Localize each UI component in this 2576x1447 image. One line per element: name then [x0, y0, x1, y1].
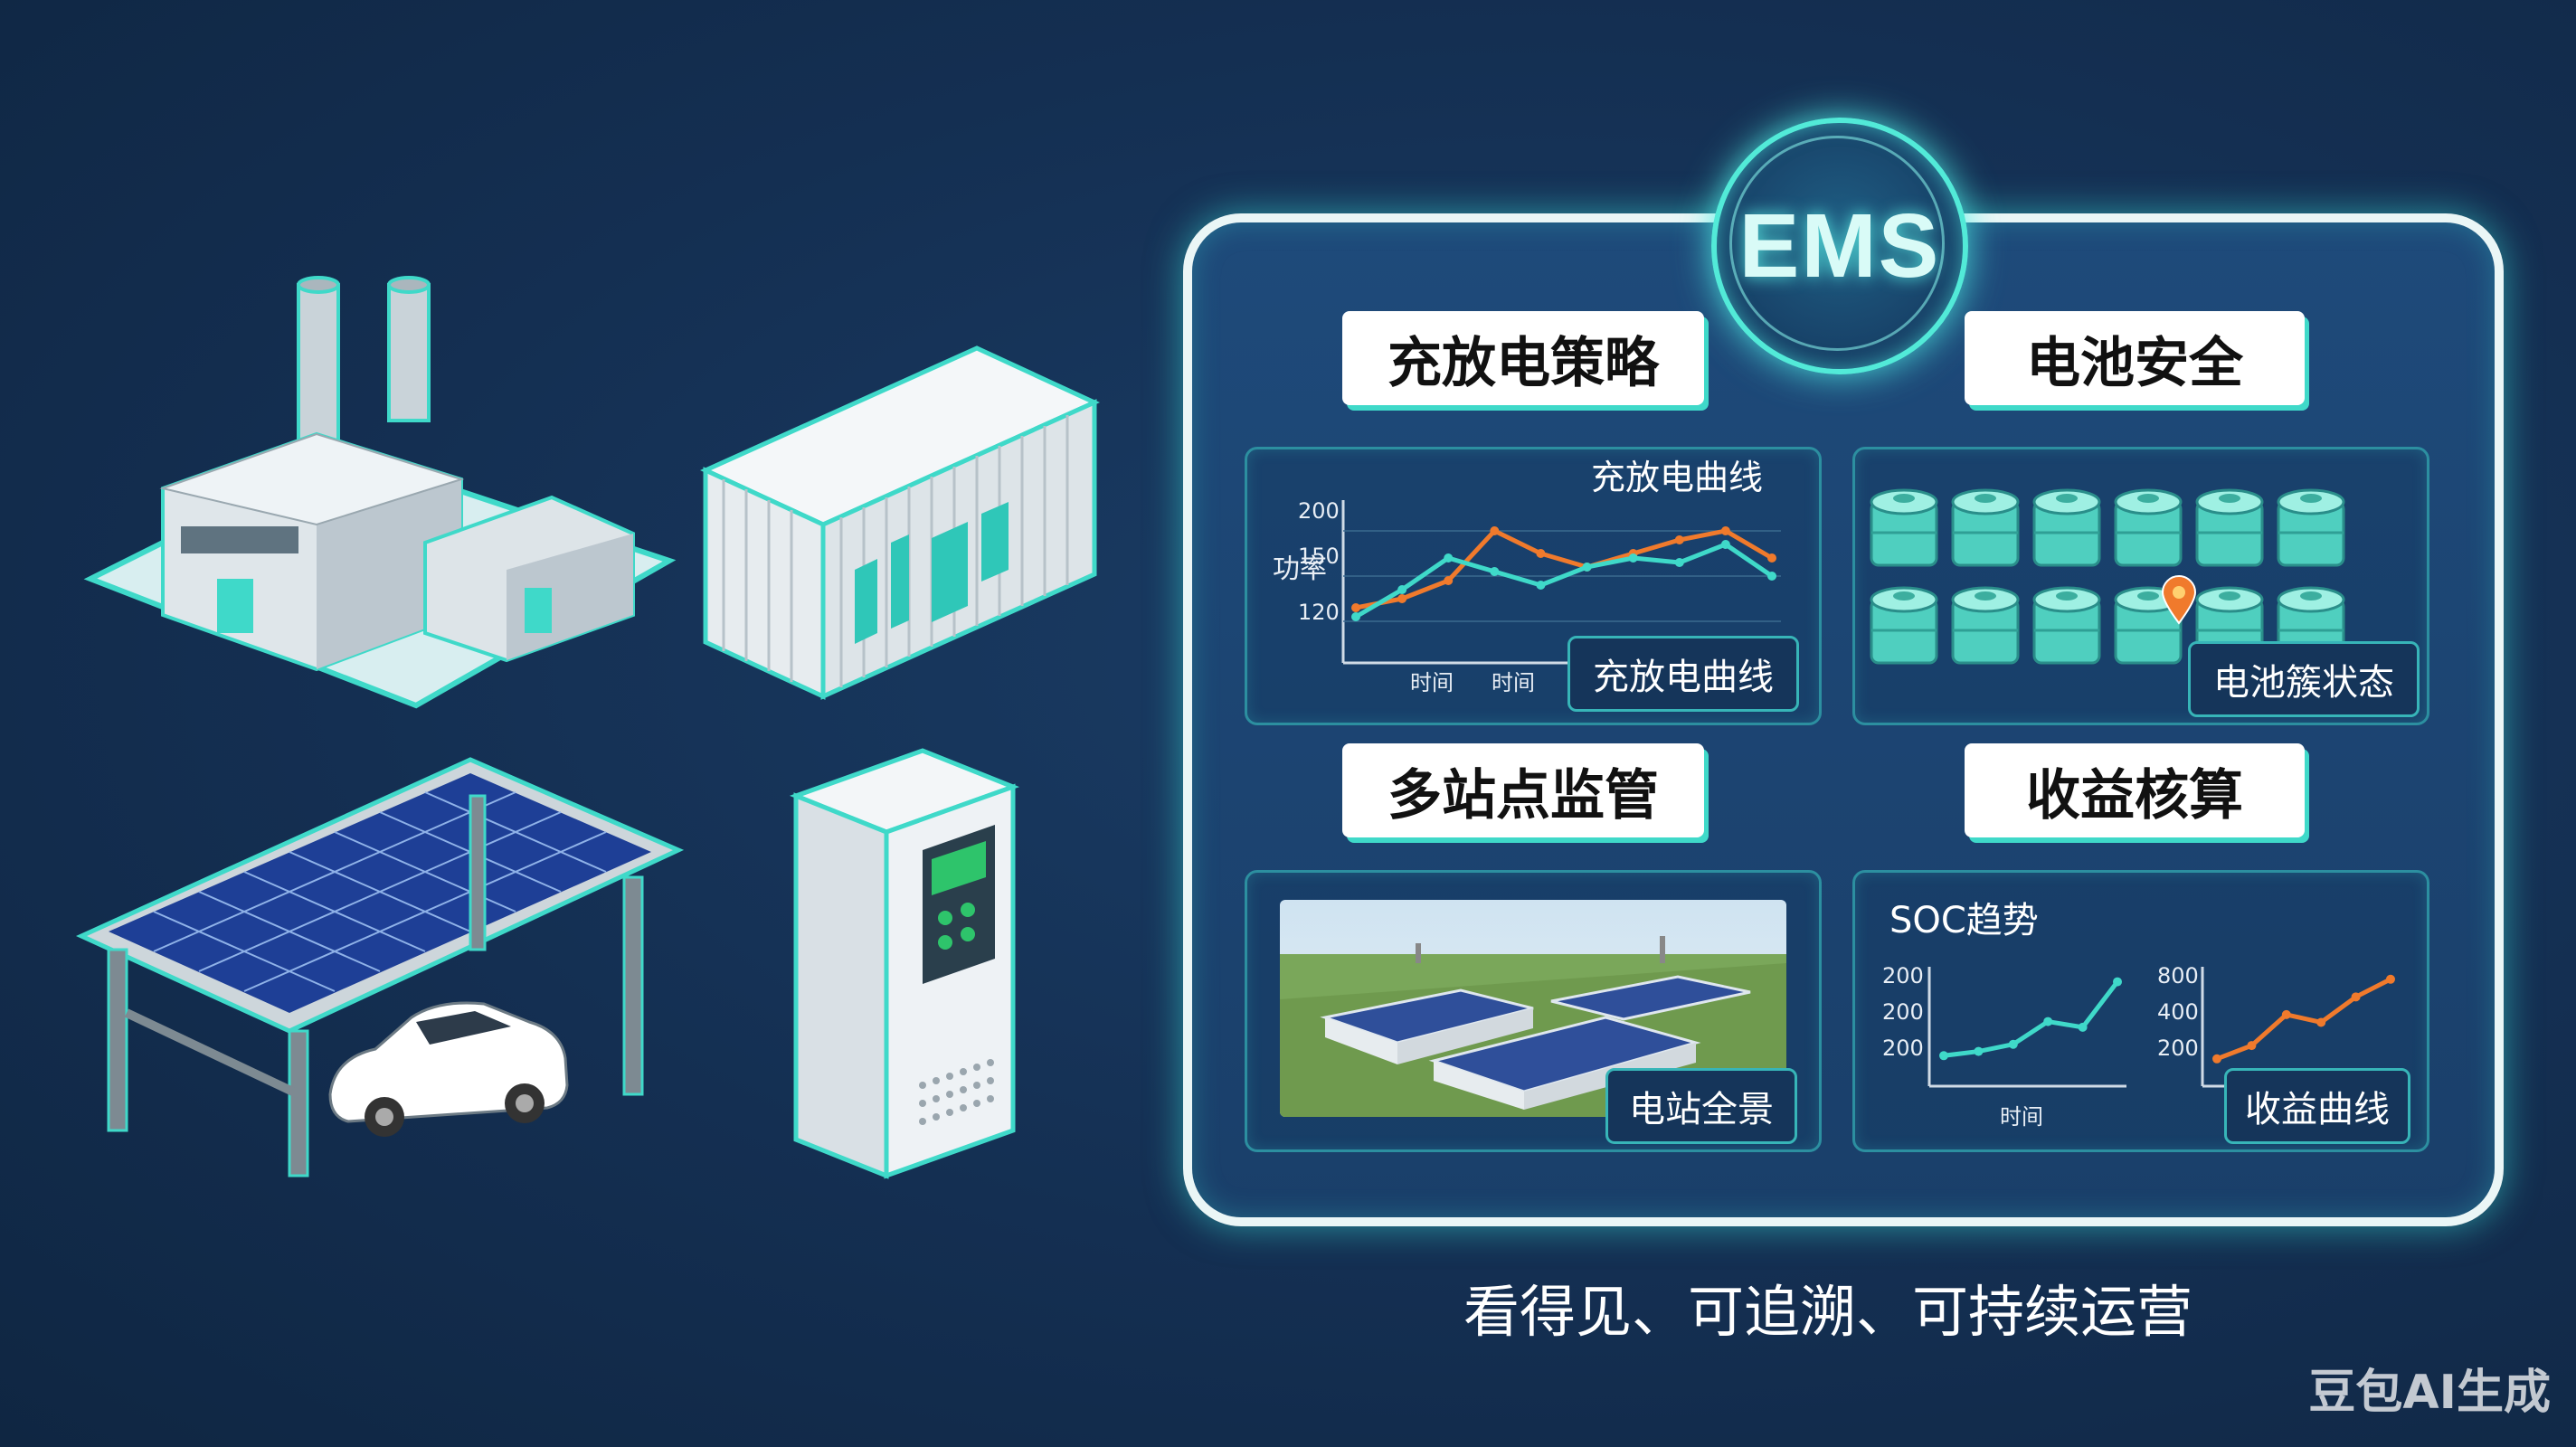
- charge-teal-point: [1536, 581, 1546, 590]
- charge-orange-point: [1674, 535, 1684, 544]
- battery-cell-icon: [2032, 488, 2101, 567]
- charge-orange-point: [1351, 603, 1360, 612]
- soc-point: [2078, 1022, 2088, 1032]
- soc-x-label: 时间: [2000, 1104, 2043, 1130]
- soc-y-tick: 200: [1882, 999, 1924, 1025]
- battery-cluster-card[interactable]: 电池簇状态: [1852, 447, 2429, 725]
- x-tick: 时间: [1410, 670, 1454, 695]
- charge-teal-point: [1490, 567, 1500, 576]
- soc-point: [2008, 1039, 2018, 1049]
- revenue-card[interactable]: SOC趋势 200 200 200 时间 800 400 200 收益曲线: [1852, 870, 2429, 1152]
- revenue-line: [2216, 977, 2392, 1062]
- battery-cell-icon: [1951, 488, 2020, 567]
- charge-teal-point: [1767, 572, 1776, 581]
- title-charge-strategy[interactable]: 充放电策略: [1342, 311, 1704, 405]
- charge-teal-point: [1444, 553, 1454, 563]
- charge-curve-badge[interactable]: 充放电曲线: [1567, 636, 1799, 712]
- revenue-y-tick: 800: [2157, 963, 2199, 988]
- soc-line: [1943, 980, 2119, 1058]
- revenue-point: [2212, 1054, 2221, 1064]
- title-battery-safety[interactable]: 电池安全: [1965, 311, 2305, 405]
- battery-cell-icon: [1951, 586, 2020, 665]
- soc-y-tick: 200: [1882, 1036, 1924, 1061]
- title-multi-site[interactable]: 多站点监管: [1342, 743, 1704, 837]
- ems-ring: [1729, 136, 1945, 351]
- charge-teal-line: [1354, 542, 1774, 619]
- charge-teal-point: [1720, 540, 1730, 549]
- battery-cell-icon: [2195, 488, 2264, 567]
- y-tick: 150: [1298, 544, 1340, 569]
- revenue-curve-badge[interactable]: 收益曲线: [2224, 1068, 2410, 1144]
- energy-cabinet-icon: [789, 748, 1020, 1179]
- revenue-point: [2247, 1041, 2257, 1051]
- station-overview-card[interactable]: 电站全景: [1245, 870, 1822, 1152]
- battery-cell-icon: [2032, 586, 2101, 665]
- charge-curve-card[interactable]: 充放电曲线 功率 200 150 120 时间 时间 充放电曲线: [1245, 447, 1822, 725]
- y-axis-label: 功率: [1273, 553, 1327, 585]
- soc-point: [2043, 1017, 2053, 1026]
- title-revenue[interactable]: 收益核算: [1965, 743, 2305, 837]
- charge-teal-point: [1674, 558, 1684, 567]
- charge-teal-point: [1582, 563, 1592, 572]
- watermark: 豆包AI生成: [2308, 1366, 2551, 1420]
- charge-curve-chart: 充放电曲线 功率 200 150 120 时间 时间: [1273, 458, 1781, 695]
- location-pin-icon[interactable]: [2161, 575, 2197, 625]
- tagline: 看得见、可追溯、可持续运营: [1463, 1279, 2193, 1345]
- soc-point: [1939, 1051, 1948, 1061]
- charge-orange-point: [1767, 553, 1776, 563]
- battery-status-badge[interactable]: 电池簇状态: [2188, 641, 2420, 717]
- battery-cluster-grid: [1870, 488, 2345, 665]
- battery-cell-icon: [1870, 586, 1938, 665]
- chart-title: 充放电曲线: [1591, 458, 1763, 497]
- battery-cell-icon: [1870, 488, 1938, 567]
- revenue-point: [2386, 974, 2395, 984]
- factory-icon: [83, 276, 677, 709]
- x-tick: 时间: [1492, 670, 1535, 695]
- soc-point: [1974, 1046, 1984, 1056]
- soc-and-revenue-charts: SOC趋势 200 200 200 时间 800 400 200: [1882, 900, 2398, 1130]
- battery-cell-icon: [2114, 488, 2183, 567]
- revenue-point: [2316, 1017, 2326, 1027]
- charge-orange-point: [1490, 526, 1500, 535]
- revenue-point: [2351, 992, 2361, 1002]
- soc-title: SOC趋势: [1889, 900, 2039, 941]
- soc-point: [2113, 977, 2122, 987]
- revenue-y-tick: 200: [2157, 1036, 2199, 1061]
- charge-orange-point: [1720, 526, 1730, 535]
- storage-container-icon: [699, 345, 1101, 700]
- y-tick: 120: [1298, 600, 1340, 625]
- charge-teal-point: [1351, 612, 1360, 621]
- solar-carport-icon: [75, 757, 685, 1177]
- charge-teal-point: [1628, 553, 1638, 563]
- y-tick: 200: [1298, 498, 1340, 524]
- station-overview-badge[interactable]: 电站全景: [1605, 1068, 1797, 1144]
- charge-orange-point: [1444, 576, 1454, 585]
- battery-cell-icon: [2277, 488, 2345, 567]
- charge-orange-point: [1397, 594, 1407, 603]
- charge-orange-line: [1355, 528, 1774, 610]
- soc-y-tick: 200: [1882, 963, 1924, 988]
- revenue-y-tick: 400: [2157, 999, 2199, 1025]
- charge-teal-point: [1397, 585, 1407, 594]
- revenue-point: [2281, 1009, 2291, 1019]
- charge-orange-point: [1536, 549, 1546, 558]
